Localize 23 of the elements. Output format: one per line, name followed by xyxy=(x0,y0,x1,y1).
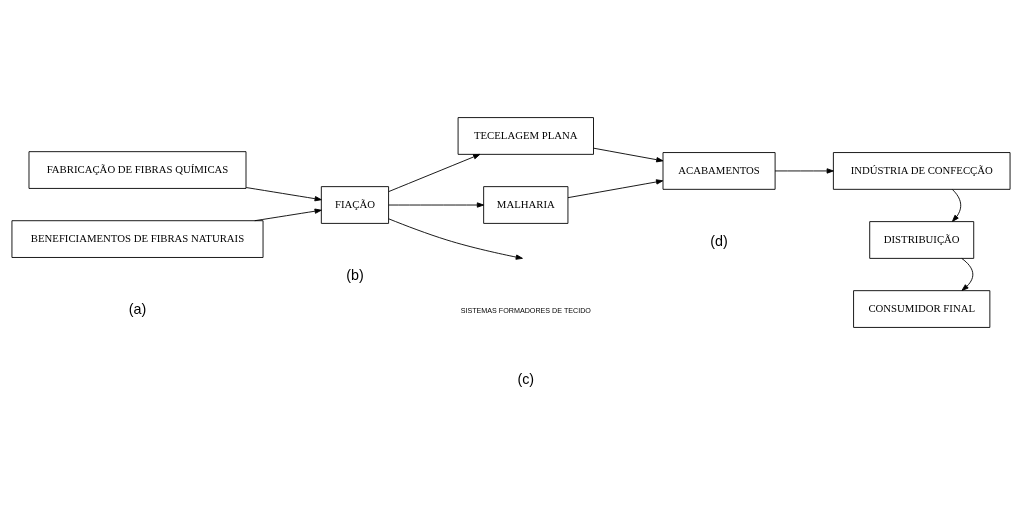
arrow xyxy=(245,186,322,201)
arrow xyxy=(388,217,523,260)
node-box: DISTRIBUIÇÃO xyxy=(869,220,975,259)
node-box: FABRICAÇÃO DE FIBRAS QUÍMICAS xyxy=(28,150,247,189)
arrow xyxy=(961,257,974,291)
node-box: FIAÇÃO xyxy=(320,185,390,224)
arrow xyxy=(388,201,485,208)
arrow xyxy=(254,208,322,221)
arrow xyxy=(388,153,481,192)
node-box: INDÚSTRIA DE CONFECÇÃO xyxy=(832,151,1011,190)
label: (d) xyxy=(710,232,728,249)
arrow xyxy=(774,167,834,174)
arrow xyxy=(593,147,664,162)
arrow xyxy=(951,188,962,222)
node-box: BENEFICIAMENTOS DE FIBRAS NATURAIS xyxy=(11,219,264,258)
label: (a) xyxy=(128,300,147,317)
node-box: CONSUMIDOR FINAL xyxy=(853,289,991,328)
arrow xyxy=(567,178,664,198)
label: (c) xyxy=(517,370,535,387)
label: (b) xyxy=(346,266,364,283)
node-box: TECELAGEM PLANA xyxy=(457,116,594,155)
node-box: ACABAMENTOS xyxy=(662,151,776,190)
node-box: MALHARIA xyxy=(483,185,569,224)
